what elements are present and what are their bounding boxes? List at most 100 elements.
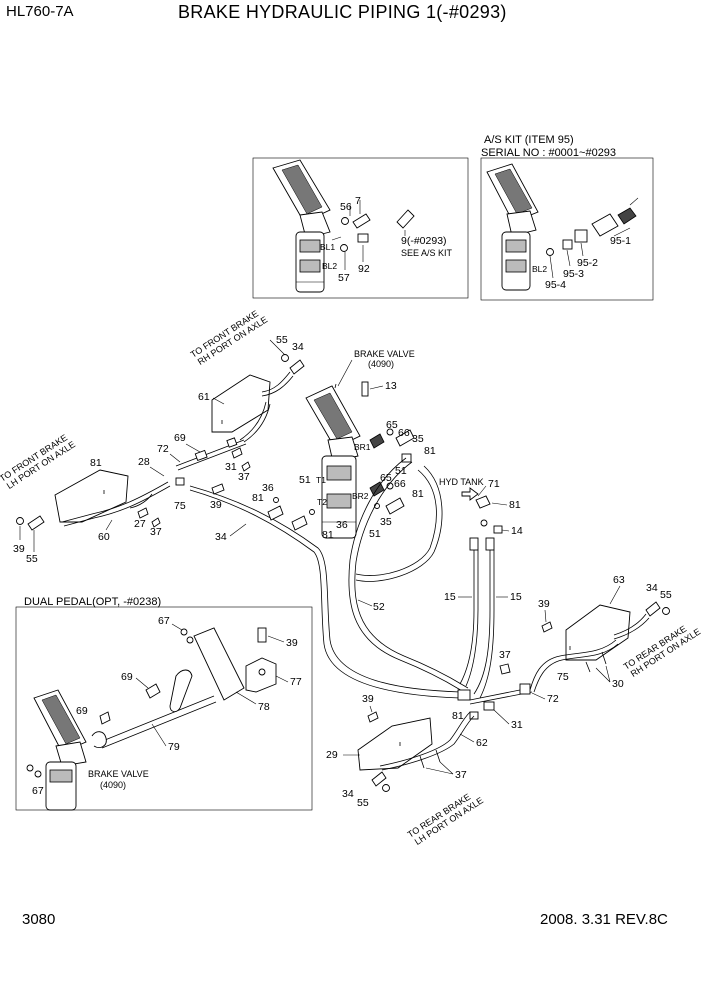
note-rear-lh: TO REAR BRAKE LH PORT ON AXLE <box>406 792 485 847</box>
callout-39-left: 37 <box>150 526 162 538</box>
callout-81-tank: 14 <box>511 525 523 537</box>
callout-39-top: 37 <box>238 471 250 483</box>
callout-67-top: 67 <box>158 615 170 627</box>
oring-55-left <box>16 517 24 525</box>
port-label-bl1: BL1 <box>320 242 335 252</box>
note-brake-valve: BRAKE VALVE <box>354 349 415 359</box>
callout-7: 7 <box>355 195 361 207</box>
callout-79: 79 <box>168 741 180 753</box>
callout-34-lower: 34 <box>342 788 354 800</box>
callout-37-top: 31 <box>225 461 237 473</box>
callout-78: 78 <box>258 701 270 713</box>
callout-71: 81 <box>509 499 521 511</box>
note-dual-brake-valve: BRAKE VALVE <box>88 769 149 779</box>
as-kit-title: A/S KIT (ITEM 95) <box>484 134 574 146</box>
callout-34-top: 34 <box>292 341 304 353</box>
callout-72-top: 69 <box>174 432 186 444</box>
callout-67-bottom: 67 <box>32 785 44 797</box>
callout-60: 81 <box>90 457 102 469</box>
note-front-lh: TO FRONT BRAKE LH PORT ON AXLE <box>0 432 77 491</box>
elbow-34-lower <box>371 771 387 787</box>
inset-box-dual-pedal <box>15 606 313 811</box>
callout-9: 9(-#0293) <box>401 235 447 247</box>
callout-28: 72 <box>157 443 169 455</box>
washer-56 <box>341 217 349 225</box>
inset-brake-valve-drawing <box>272 159 331 293</box>
callout-55-top: 55 <box>276 334 288 346</box>
callout-39-right: 39 <box>538 598 550 610</box>
callout-36-center: 36 <box>336 519 348 531</box>
callout-72-lower: 72 <box>547 693 559 705</box>
bolt-39-dual <box>257 627 267 643</box>
callout-36-left: 36 <box>262 482 274 494</box>
note-dual-brake-valve-code: (4090) <box>100 780 126 790</box>
inset-box-valve-parts <box>252 157 469 299</box>
adapter-92 <box>357 233 369 243</box>
as-kit-valve-drawing <box>486 163 539 291</box>
callout-95-1: 95-1 <box>610 235 631 247</box>
callout-57: 57 <box>338 272 350 284</box>
callout-65-mid: 65 <box>380 472 392 484</box>
oring-55-top <box>281 354 289 362</box>
port-label-t2: T2 <box>317 497 327 507</box>
tank-arrow <box>461 487 479 501</box>
adapter-95-2 <box>574 229 588 243</box>
elbow-34-left <box>27 515 45 531</box>
model-number: HL760-7A <box>6 3 74 20</box>
callout-81-mid: 81 <box>412 488 424 500</box>
callout-15-left: 15 <box>444 591 456 603</box>
callout-27: 60 <box>98 531 110 543</box>
callout-75-right: 37 <box>499 649 511 661</box>
callout-31-top: 28 <box>138 456 150 468</box>
callout-69-dual: 69 <box>121 671 133 683</box>
note-hyd-tank: HYD TANK <box>439 477 484 487</box>
callout-35-top: 35 <box>412 433 424 445</box>
port-label-br1: BR1 <box>354 442 371 452</box>
elbow-34-top <box>289 359 305 375</box>
callout-35-mid: 35 <box>380 516 392 528</box>
dual-pedal-title: DUAL PEDAL(OPT, -#0238) <box>24 596 161 608</box>
callout-31-lower: 31 <box>511 719 523 731</box>
revision-date: 2008. 3.31 REV.8C <box>540 911 668 928</box>
page-number: 3080 <box>22 911 56 928</box>
callout-61: 61 <box>198 391 210 403</box>
callout-34-left: 55 <box>26 553 38 565</box>
callout-29: 62 <box>476 737 488 749</box>
port-label-bl2-kit: BL2 <box>532 264 547 274</box>
callout-81-center: 81 <box>322 529 334 541</box>
as-kit-serial: SERIAL NO : #0001~#0293 <box>481 147 616 159</box>
note-rear-rh: TO REAR BRAKE RH PORT ON AXLE <box>622 624 702 679</box>
callout-55-right: 55 <box>660 589 672 601</box>
callout-56: 56 <box>340 201 352 213</box>
callout-95-4: 95-4 <box>545 279 566 291</box>
callout-69-valve: 13 <box>385 380 397 392</box>
bolt-69-valve <box>361 381 369 397</box>
callout-92: 92 <box>358 263 370 275</box>
callout-81-lower: 81 <box>452 710 464 722</box>
switch-95-1 <box>591 213 619 237</box>
callout-95-2: 95-2 <box>577 257 598 269</box>
callout-14: 52 <box>373 601 385 613</box>
oring-55-right <box>662 607 670 615</box>
oring-55-lower <box>382 784 390 792</box>
port-label-bl2: BL2 <box>322 261 337 271</box>
seal-57 <box>340 244 348 252</box>
callout-66-mid: 66 <box>394 478 406 490</box>
callout-13: 34 <box>215 531 227 543</box>
page-title: BRAKE HYDRAULIC PIPING 1(-#0293) <box>178 2 507 22</box>
callout-95-3: 95-3 <box>563 268 584 280</box>
callout-51-left: 51 <box>299 474 311 486</box>
callout-39-lower: 39 <box>362 693 374 705</box>
port-label-br2: BR2 <box>352 491 369 501</box>
callout-81-top: 81 <box>424 445 436 457</box>
switch-9 <box>396 209 415 229</box>
callout-30: 75 <box>557 671 569 683</box>
callout-65-top: 65 <box>386 419 398 431</box>
callout-37-lower: 37 <box>455 769 467 781</box>
bracket-63 <box>565 604 631 661</box>
callout-75-top: 39 <box>210 499 222 511</box>
callout-77: 77 <box>290 676 302 688</box>
note-brake-valve-code: (4090) <box>368 359 394 369</box>
switch-7 <box>352 213 371 229</box>
